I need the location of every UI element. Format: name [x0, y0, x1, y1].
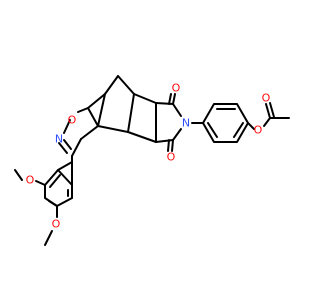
atom-label: O [68, 114, 77, 127]
bond [167, 139, 170, 152]
bond [58, 142, 68, 154]
atom-label: O [254, 124, 263, 137]
bond [155, 102, 174, 105]
structure-canvas: O N N O O O O O O [14, 75, 290, 246]
bond [44, 230, 53, 246]
bond [233, 122, 244, 138]
bond [49, 174, 61, 188]
bond [127, 131, 157, 143]
bond [247, 122, 255, 130]
bond [263, 117, 271, 127]
bond [57, 169, 73, 186]
atom-label: O [167, 151, 176, 164]
bond [172, 93, 176, 105]
bond [63, 119, 71, 134]
bond [77, 107, 89, 113]
bond [71, 138, 82, 157]
molecule-structure-diagram: O N N O O O O O O [14, 75, 290, 246]
bond [80, 125, 99, 140]
bond [207, 122, 218, 138]
bond [172, 103, 182, 117]
bond [171, 139, 174, 152]
atom-label: N [55, 133, 63, 146]
atom-label: O [262, 92, 271, 105]
bond [172, 128, 182, 141]
bond [97, 93, 106, 127]
bond [133, 93, 157, 104]
bond [117, 75, 135, 95]
bond [44, 161, 73, 207]
bond [168, 93, 172, 105]
bond [104, 75, 119, 95]
bond [35, 180, 46, 186]
bond [87, 107, 99, 127]
bond [265, 103, 271, 119]
atom-label: O [26, 174, 35, 187]
bond [87, 93, 106, 109]
atom-label: N [182, 117, 190, 130]
atom-label: O [52, 218, 61, 231]
bond [63, 139, 72, 150]
bond [97, 125, 129, 133]
bond [269, 102, 275, 118]
bond [48, 200, 58, 207]
bond [14, 169, 23, 181]
bond [155, 139, 174, 143]
bond [127, 93, 135, 133]
atom-label-layer: O N N O O O O O O [26, 82, 271, 231]
bond-layer [14, 75, 290, 246]
atom-label: O [172, 82, 181, 95]
